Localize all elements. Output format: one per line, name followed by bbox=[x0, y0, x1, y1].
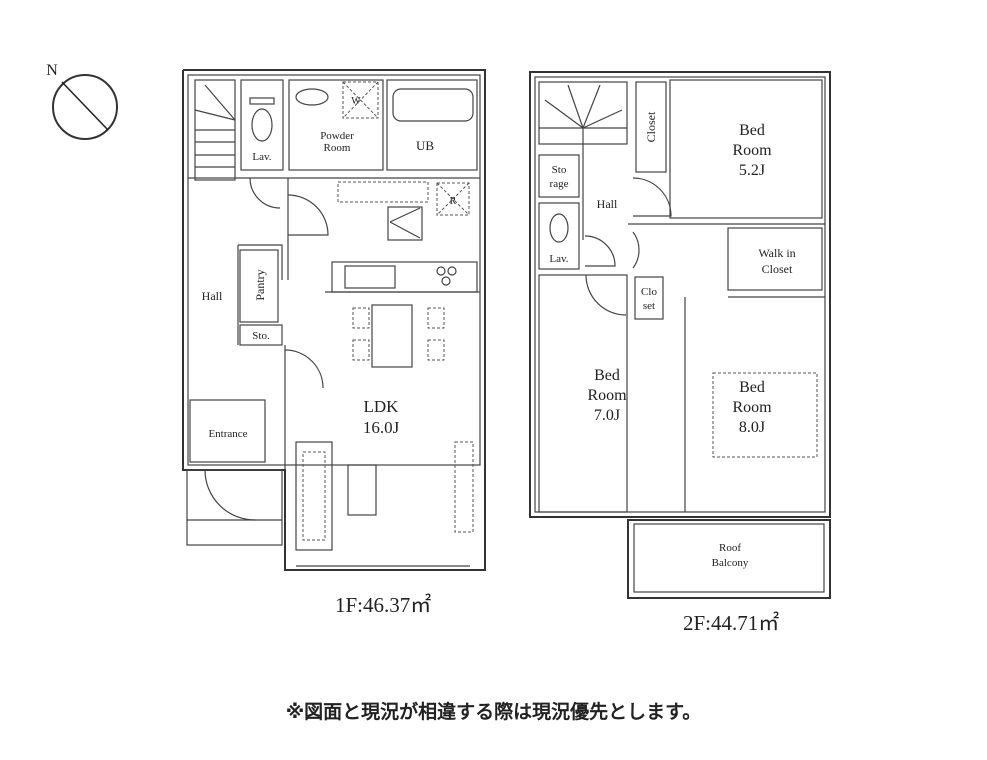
floor-1-plan: Lav. W Powder Room UB R bbox=[182, 69, 486, 617]
porch-steps bbox=[186, 469, 283, 546]
room-label-powder-room: Powder bbox=[320, 130, 354, 142]
disclaimer-note: ※図面と現況が相違する際は現況優先とします。 bbox=[285, 701, 702, 723]
room-label-ub: UB bbox=[416, 138, 434, 153]
room-label-storage: Sto bbox=[552, 164, 567, 176]
room-label-storage: Sto. bbox=[252, 330, 270, 342]
room-label-entrance: Entrance bbox=[208, 428, 247, 440]
low-table bbox=[347, 464, 377, 516]
room-label-bed-8-size: 8.0J bbox=[739, 419, 765, 436]
bathtub-icon bbox=[392, 88, 474, 122]
room-label-storage-2: rage bbox=[550, 178, 569, 190]
fridge-mark: R bbox=[450, 196, 457, 207]
room-label-lav: Lav. bbox=[549, 253, 568, 265]
floor-1-area: 1F:46.37㎡ bbox=[335, 593, 431, 617]
room-label-hall: Hall bbox=[202, 289, 223, 303]
room-label-closet: Closet bbox=[644, 111, 658, 142]
tv-board bbox=[454, 441, 474, 533]
room-label-closet-small: Clo bbox=[641, 286, 657, 298]
north-compass-icon: N bbox=[46, 62, 118, 140]
room-label-hall: Hall bbox=[597, 197, 618, 211]
room-label-powder-room-2: Room bbox=[324, 142, 351, 154]
room-label-bed-5-2: Room bbox=[732, 142, 772, 159]
room-label-bed-7: Bed bbox=[594, 367, 620, 384]
compass-label: N bbox=[46, 62, 58, 79]
room-label-lav: Lav. bbox=[252, 151, 271, 163]
floor-2-area: 2F:44.71㎡ bbox=[683, 611, 779, 635]
room-label-bed-7-size: 7.0J bbox=[594, 407, 620, 424]
sofa bbox=[295, 441, 333, 551]
room-label-bed-8-2: Room bbox=[732, 399, 772, 416]
room-label-closet-small-2: set bbox=[643, 300, 655, 312]
floor-2-plan: Sto rage Lav. Hall Closet Bed Room 5.2J … bbox=[529, 71, 831, 635]
range-hood-icon bbox=[387, 206, 423, 241]
room-label-ldk: LDK bbox=[364, 397, 400, 416]
door-swing bbox=[287, 194, 329, 236]
room-label-bed-5-size: 5.2J bbox=[739, 162, 765, 179]
room-label-bed-7-2: Room bbox=[587, 387, 627, 404]
room-label-roof-balcony: Roof bbox=[719, 542, 741, 554]
room-label-roof-balcony-2: Balcony bbox=[712, 557, 749, 569]
room-label-bed-5: Bed bbox=[739, 122, 765, 139]
room-label-walk-in-closet: Walk in bbox=[758, 246, 795, 260]
room-label-ldk-size: 16.0J bbox=[363, 418, 400, 437]
washer-mark: W bbox=[351, 96, 361, 107]
room-label-walk-in-closet-2: Closet bbox=[762, 262, 793, 276]
room-label-pantry: Pantry bbox=[253, 269, 267, 300]
dining-table bbox=[371, 304, 413, 368]
room-label-bed-8: Bed bbox=[739, 379, 765, 396]
